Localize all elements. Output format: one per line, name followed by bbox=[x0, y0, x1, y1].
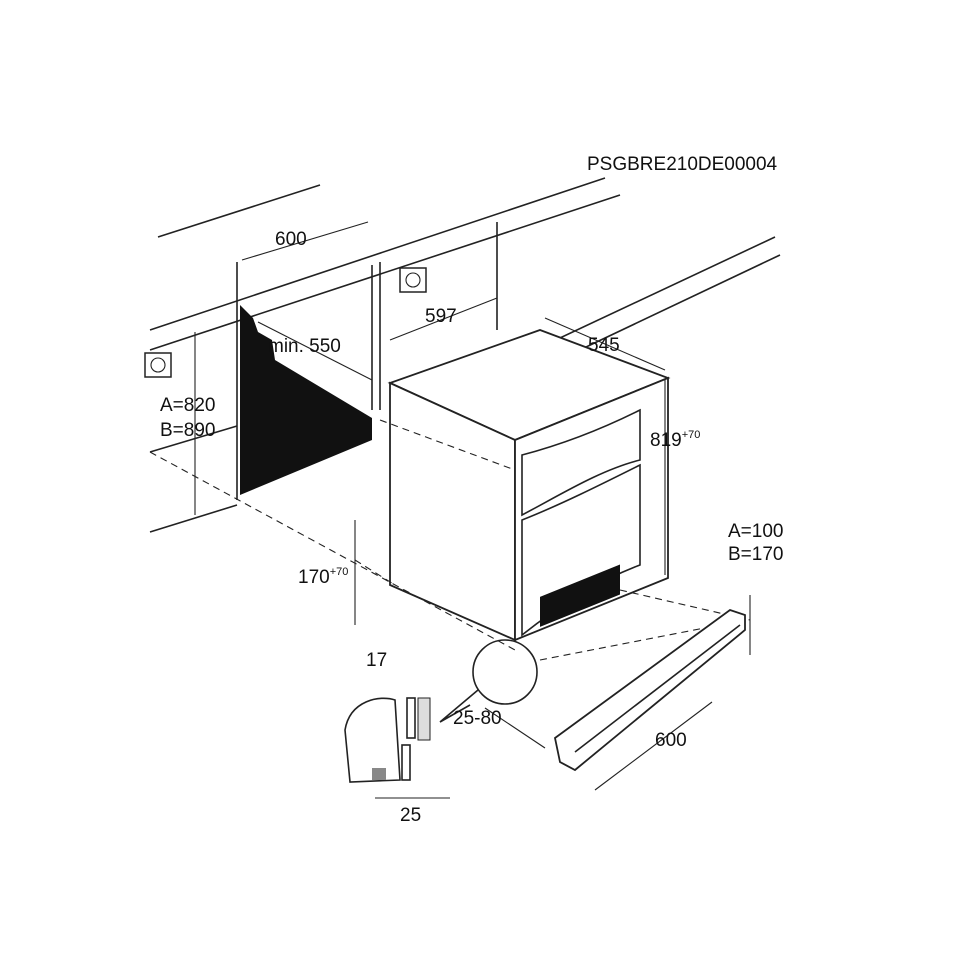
height-b-label: B=890 bbox=[160, 420, 215, 441]
appliance-depth-label: 545 bbox=[588, 335, 620, 356]
appliance-height-label: 819+70 bbox=[650, 429, 700, 451]
plinth-width-label: 600 bbox=[655, 730, 687, 751]
cabinet-niche bbox=[240, 305, 372, 495]
niche-width-label: 600 bbox=[275, 229, 307, 250]
hinge-detail bbox=[344, 639, 538, 783]
plinth bbox=[554, 608, 746, 772]
dimension-lines bbox=[194, 221, 751, 799]
socket-icon bbox=[144, 267, 427, 378]
min-depth-label: min. 550 bbox=[268, 336, 341, 357]
recess-label: 17 bbox=[366, 650, 387, 671]
door-offset-label: 25-80 bbox=[453, 708, 502, 729]
foot-height-label: 170+70 bbox=[298, 566, 348, 588]
height-a-label: A=820 bbox=[160, 395, 215, 416]
appliance-width-label: 597 bbox=[425, 306, 457, 327]
diagram-code: PSGBRE210DE00004 bbox=[587, 154, 778, 175]
plinth-b-label: B=170 bbox=[728, 544, 783, 565]
fridge-body bbox=[387, 329, 671, 642]
hinge-gap-label: 25 bbox=[400, 805, 421, 826]
worktop-lines bbox=[149, 177, 781, 533]
plinth-a-label: A=100 bbox=[728, 521, 783, 542]
